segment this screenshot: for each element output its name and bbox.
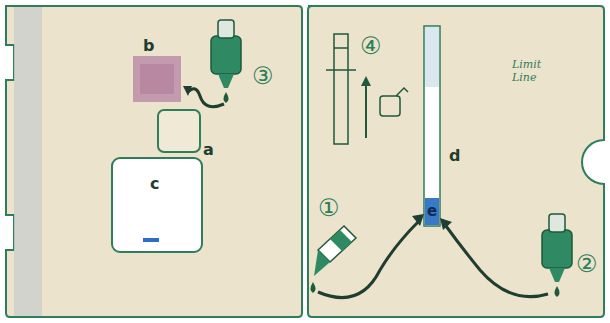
curved-arrow — [446, 226, 548, 297]
drop — [311, 282, 316, 293]
callout-number: ② — [576, 252, 598, 276]
strip-top — [425, 27, 439, 87]
callout-number: ① — [318, 196, 340, 220]
callout-number: ③ — [252, 64, 274, 88]
window-c — [112, 158, 202, 252]
right-card — [308, 6, 604, 317]
strip-blue-zone — [425, 198, 439, 225]
part-letter: a — [203, 142, 214, 158]
blue-mark — [143, 238, 159, 242]
part-letter: e — [427, 204, 437, 219]
mini-bottle — [380, 96, 400, 116]
strip-marking: Limit Line — [512, 58, 546, 84]
curved-arrow — [188, 89, 224, 107]
sample-area-b — [133, 56, 181, 102]
part-letter: d — [449, 148, 460, 164]
dropper-body — [211, 36, 241, 74]
tube-band — [330, 230, 352, 251]
arrow-head — [440, 218, 452, 230]
drop — [555, 286, 560, 297]
mini-strip — [334, 34, 348, 144]
part-letter: b — [143, 38, 154, 54]
dropper-body — [542, 230, 572, 268]
test-strip — [424, 26, 440, 226]
mini-bottle-cap — [396, 88, 408, 96]
curved-arrow — [318, 222, 418, 298]
callout-number: ④ — [360, 34, 382, 58]
sample-area-b-shade — [140, 64, 174, 94]
dropper-cap — [218, 20, 234, 38]
tube-icon — [311, 226, 357, 293]
dropper-icon — [542, 214, 572, 297]
instruction-icon-4 — [326, 34, 408, 144]
dropper-tip — [549, 268, 565, 282]
mini-strip-line — [326, 69, 356, 71]
up-arrow — [365, 82, 367, 138]
tape-strip — [14, 7, 42, 316]
window-a — [158, 110, 200, 152]
dropper-cap — [549, 214, 565, 232]
mini-strip-line — [334, 47, 348, 49]
left-card — [6, 6, 302, 317]
drop — [224, 92, 229, 103]
part-letter: c — [150, 176, 159, 192]
dropper-tip — [218, 74, 234, 88]
tube-tip — [314, 250, 330, 276]
up-arrow-head — [361, 76, 371, 86]
dropper-icon — [211, 20, 241, 103]
arrow-head — [412, 214, 424, 226]
arrow-head — [183, 86, 192, 96]
